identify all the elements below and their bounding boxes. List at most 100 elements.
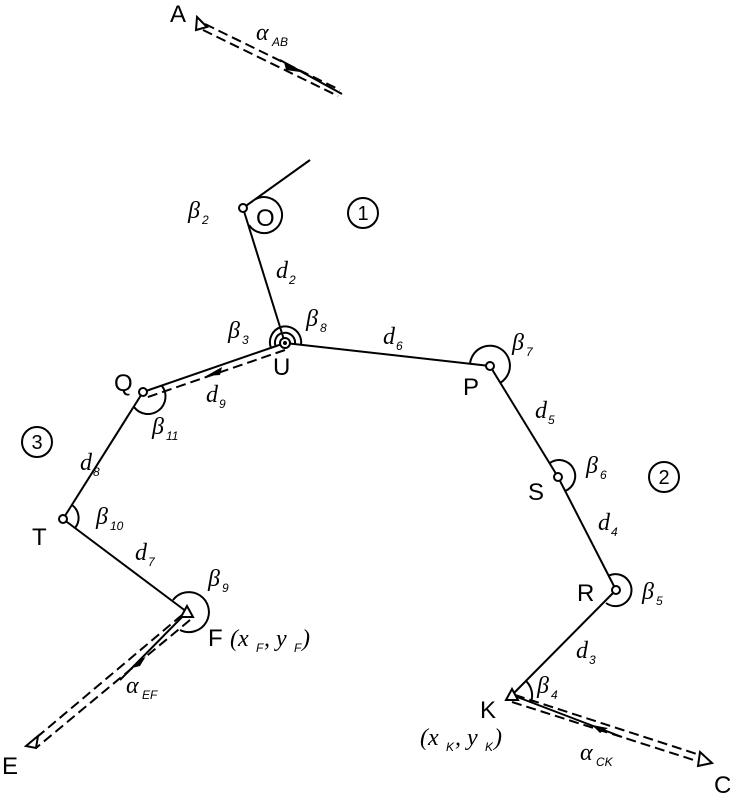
label-q: Q bbox=[114, 370, 133, 397]
line-o-u bbox=[242, 207, 286, 344]
svg-text:β: β bbox=[641, 579, 654, 605]
svg-text:K: K bbox=[446, 740, 455, 754]
svg-text:2: 2 bbox=[288, 273, 296, 287]
svg-text:(x: (x bbox=[230, 626, 249, 652]
label-e: E bbox=[2, 753, 18, 780]
label-o: O bbox=[256, 205, 275, 232]
svg-text:d: d bbox=[276, 258, 289, 284]
svg-text:9: 9 bbox=[222, 581, 229, 595]
svg-text:7: 7 bbox=[526, 345, 534, 359]
svg-text:d: d bbox=[383, 324, 396, 350]
svg-text:β: β bbox=[187, 198, 200, 224]
station-r bbox=[611, 585, 621, 595]
svg-text:10: 10 bbox=[110, 519, 124, 533]
svg-text:EF: EF bbox=[142, 688, 158, 702]
svg-text:F: F bbox=[294, 641, 302, 655]
azimuth-line-ab bbox=[202, 23, 343, 97]
angle-arc-b10 bbox=[71, 504, 80, 529]
route-number-1: 1 bbox=[347, 197, 379, 229]
line-q-t bbox=[62, 391, 144, 520]
svg-text:CK: CK bbox=[596, 755, 614, 769]
label-u: U bbox=[273, 354, 290, 381]
station-u-inner bbox=[283, 341, 287, 345]
line-f-e bbox=[29, 611, 191, 749]
svg-text:3: 3 bbox=[589, 653, 596, 667]
label-k: K bbox=[480, 697, 496, 724]
line-t-f bbox=[62, 518, 188, 613]
station-o bbox=[238, 203, 248, 213]
svg-text:α: α bbox=[256, 20, 269, 46]
svg-text:, y: , y bbox=[264, 626, 287, 652]
angle-arc-b5 bbox=[605, 573, 633, 608]
angle-arc-b8-inner bbox=[282, 331, 297, 345]
line-r-k bbox=[511, 589, 617, 696]
label-p: P bbox=[463, 374, 479, 401]
angle-arc-b9 bbox=[172, 591, 210, 634]
svg-text:β: β bbox=[227, 318, 240, 344]
svg-text:β: β bbox=[95, 504, 108, 530]
line-u-p bbox=[284, 342, 491, 367]
coords-f: (x F , y F ) bbox=[230, 626, 310, 655]
svg-text:8: 8 bbox=[93, 465, 100, 479]
line-o-b bbox=[242, 159, 311, 209]
svg-text:5: 5 bbox=[548, 413, 555, 427]
svg-text:F: F bbox=[256, 641, 264, 655]
line-s-r bbox=[557, 476, 617, 591]
svg-text:β: β bbox=[511, 330, 524, 356]
angle-arc-b8 bbox=[280, 325, 303, 346]
svg-text:5: 5 bbox=[656, 594, 663, 608]
angle-arc-b11 bbox=[133, 385, 167, 415]
svg-text:d: d bbox=[576, 638, 589, 664]
route-number-2: 2 bbox=[648, 461, 680, 493]
label-s: S bbox=[528, 479, 544, 506]
station-t bbox=[58, 514, 68, 524]
svg-text:β: β bbox=[585, 453, 598, 479]
line-p-s bbox=[489, 365, 559, 478]
svg-text:4: 4 bbox=[611, 525, 618, 539]
label-t: T bbox=[32, 524, 47, 551]
label-a: A bbox=[170, 1, 186, 28]
svg-text:AB: AB bbox=[271, 35, 288, 49]
station-p bbox=[485, 361, 495, 371]
svg-text:d: d bbox=[535, 398, 548, 424]
angle-arc-b6 bbox=[549, 459, 577, 492]
svg-text:d: d bbox=[598, 510, 611, 536]
svg-text:): ) bbox=[300, 626, 310, 652]
control-point-k bbox=[504, 686, 520, 701]
station-s bbox=[553, 472, 563, 482]
svg-text:K: K bbox=[485, 740, 494, 754]
svg-text:(x: (x bbox=[420, 725, 439, 751]
svg-text:11: 11 bbox=[166, 429, 178, 443]
angle-arc-b7 bbox=[469, 344, 511, 384]
svg-text:β: β bbox=[536, 673, 549, 699]
svg-text:8: 8 bbox=[320, 321, 327, 335]
svg-text:d: d bbox=[135, 540, 148, 566]
coords-k: (x K , y K ) bbox=[420, 725, 502, 754]
svg-text:4: 4 bbox=[551, 688, 558, 702]
svg-text:6: 6 bbox=[396, 339, 403, 353]
svg-text:): ) bbox=[492, 725, 502, 751]
angle-arc-b4 bbox=[525, 680, 534, 703]
label-f: F bbox=[208, 625, 223, 652]
svg-text:1: 1 bbox=[357, 203, 368, 225]
svg-text:α: α bbox=[126, 673, 139, 699]
svg-text:α: α bbox=[580, 740, 593, 766]
line-u-q bbox=[142, 342, 286, 399]
